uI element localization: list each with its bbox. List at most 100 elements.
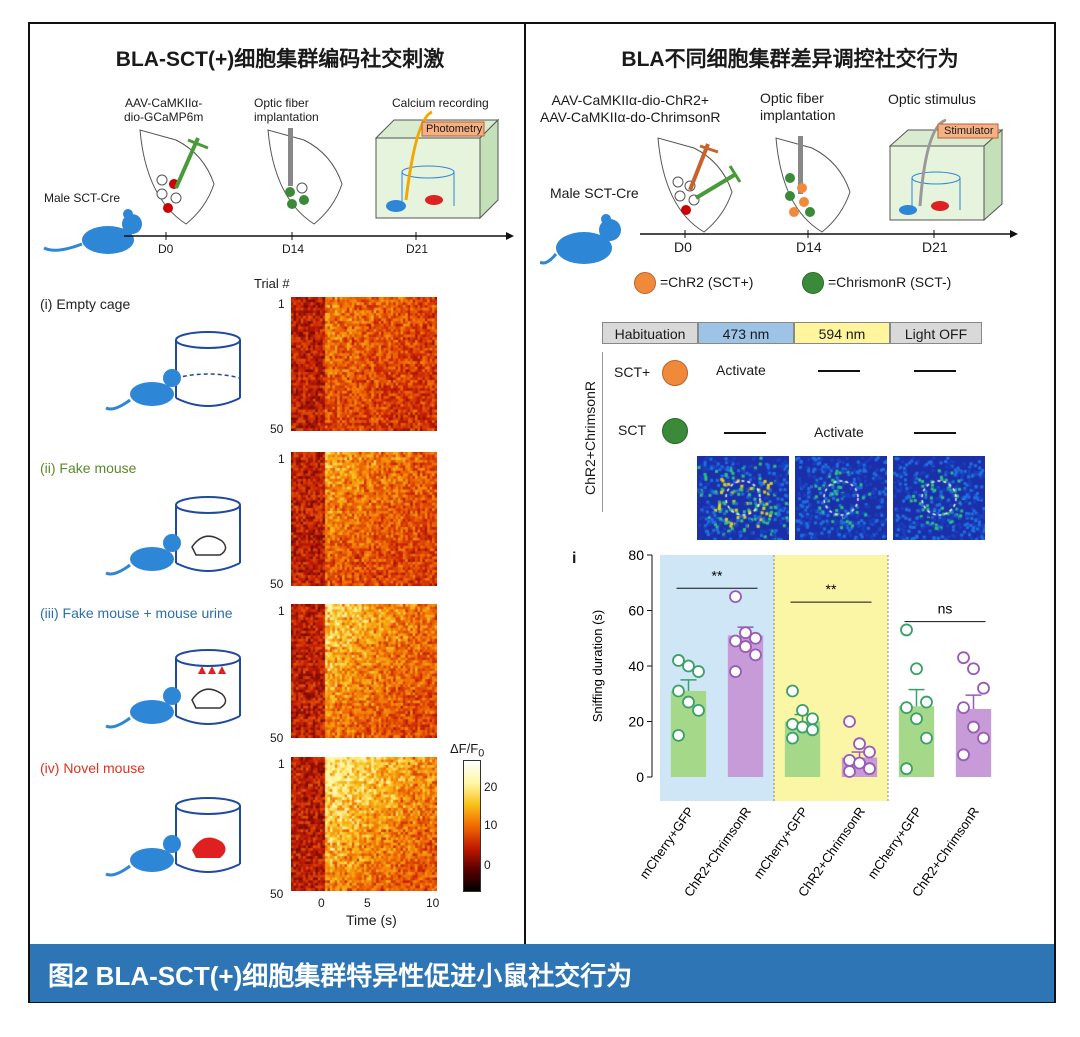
row-sct-plus-cell-off-dash	[914, 370, 956, 372]
x-tick-10: 10	[426, 896, 440, 910]
data-point-4-3	[900, 701, 913, 715]
data-point-1-6	[729, 665, 742, 678]
data-point-4-0	[900, 623, 913, 637]
right-step-1-label: Optic fiber implantation	[760, 90, 836, 123]
data-point-1-0	[729, 590, 742, 604]
data-point-3-5	[863, 762, 876, 776]
recording-box-icon	[374, 110, 500, 220]
brain-slice-dual-injection-icon	[657, 137, 742, 233]
right-day-d14: D14	[796, 239, 822, 255]
hm1-tick-top: 1	[278, 452, 285, 466]
right-subject-label: Male SCT-Cre	[550, 185, 639, 201]
left-panel-title: BLA-SCT(+)细胞集群编码社交刺激	[115, 48, 445, 71]
right-timeline-diagram	[540, 118, 1018, 265]
data-point-5-5	[977, 731, 990, 745]
y-axis-label: Sniffing duration (s)	[590, 610, 605, 723]
heatmap-empty-cage	[291, 297, 437, 431]
y-tick-label-80: 80	[628, 547, 644, 563]
data-point-4-2	[920, 695, 933, 709]
category-label-2: mCherry+GFP	[750, 804, 811, 882]
category-label-0: mCherry+GFP	[636, 804, 697, 882]
phase-594nm: 594 nm	[794, 322, 890, 344]
colorbar-title-sub: 0	[478, 747, 485, 760]
row-sct-plus-cell-473: Activate	[716, 362, 766, 378]
significance-label-0: **	[712, 567, 723, 583]
group-bracket-line	[602, 352, 603, 512]
figure-caption: 图2 BLA-SCT(+)细胞集群特异性促进小鼠社交行为	[48, 961, 633, 991]
arena-heatmap-473nm	[697, 456, 789, 540]
row-sct-plus-dot	[662, 360, 688, 386]
row-sct-minus-dot	[662, 418, 688, 444]
trial-axis-label: Trial #	[254, 276, 290, 291]
right-day-d21: D21	[922, 239, 948, 255]
right-step-2-label: Optic stimulus	[888, 91, 976, 107]
data-point-4-1	[910, 662, 923, 676]
left-timeline-diagram	[43, 110, 514, 254]
phase-473nm: 473 nm	[698, 322, 794, 344]
left-step-0-label: AAV-CaMKIIα- dio-GCaMP6m	[124, 96, 204, 124]
heatmap-fake-mouse	[291, 452, 437, 586]
mouse-icon	[540, 214, 621, 265]
legend-chrimson-dot	[802, 272, 824, 294]
x-tick-0: 0	[318, 896, 325, 910]
data-point-5-2	[977, 681, 990, 695]
y-tick-label-40: 40	[628, 658, 644, 674]
y-tick-label-20: 20	[628, 714, 644, 730]
fake-mouse-urine-cage-icon	[105, 649, 241, 729]
data-point-5-0	[957, 651, 970, 665]
legend-chr2-label: =ChR2 (SCT+)	[660, 274, 754, 290]
condition-illustrations	[105, 331, 241, 877]
x-tick-5: 5	[364, 896, 371, 910]
right-day-d0: D0	[674, 239, 692, 255]
data-point-2-0	[786, 684, 799, 698]
data-point-0-4	[682, 695, 695, 709]
data-point-2-1	[796, 703, 809, 717]
left-day-d0: D0	[158, 242, 174, 256]
data-point-0-5	[692, 703, 705, 717]
data-point-3-2	[863, 745, 876, 759]
right-step-0-label: AAV-CaMKIIα-dio-ChR2+ AAV-CaMKIIα-do-Chr…	[540, 92, 721, 125]
data-point-3-6	[843, 765, 856, 778]
row-sct-minus-cell-off-dash	[914, 432, 956, 434]
phase-light-off: Light OFF	[890, 322, 982, 344]
panel-letter-i: i	[572, 550, 577, 567]
heatmap-novel-mouse	[291, 757, 437, 891]
legend-chr2-dot	[634, 272, 656, 294]
figure-caption-bar: 图2 BLA-SCT(+)细胞集群特异性促进小鼠社交行为	[30, 944, 1054, 1002]
condition-label-fake-mouse-urine: (iii) Fake mouse + mouse urine	[40, 605, 233, 621]
condition-label-empty-cage: (i) Empty cage	[40, 296, 131, 312]
arena-heatmap-594nm	[795, 456, 887, 540]
empty-cage-icon	[105, 331, 241, 411]
data-point-3-1	[853, 737, 866, 751]
y-tick-label-0: 0	[636, 769, 644, 785]
row-sct-minus-cell-473-dash	[724, 432, 766, 434]
row-sct-plus-cell-594-dash	[818, 370, 860, 372]
right-panel-title: BLA不同细胞集群差异调控社交行为	[621, 48, 959, 71]
data-point-4-6	[900, 762, 913, 776]
data-point-1-5	[749, 648, 762, 662]
left-step-2-tag: Photometry	[426, 123, 483, 135]
heatmap-fake-mouse-urine	[291, 604, 437, 738]
brain-slice-fiber-icon	[775, 136, 851, 233]
data-point-0-0	[672, 654, 685, 667]
condition-label-novel-mouse: (iv) Novel mouse	[40, 760, 146, 776]
colorbar-tick-0: 0	[484, 858, 491, 872]
data-point-4-5	[920, 731, 933, 745]
data-point-2-2	[806, 712, 819, 726]
colorbar	[463, 760, 481, 892]
brain-slice-injection-icon	[139, 129, 215, 225]
data-point-4-4	[910, 712, 923, 726]
data-point-0-1	[682, 659, 695, 673]
data-point-5-4	[967, 720, 980, 734]
data-point-3-4	[853, 756, 866, 770]
left-day-d14: D14	[282, 242, 305, 256]
hm0-tick-top: 1	[278, 297, 285, 311]
brain-slice-fiber-icon	[267, 128, 343, 225]
hm1-tick-bottom: 50	[270, 577, 284, 591]
mouse-icon	[43, 209, 142, 254]
colorbar-tick-10: 10	[484, 818, 498, 832]
left-day-d21: D21	[406, 242, 429, 256]
category-label-4: mCherry+GFP	[864, 804, 925, 882]
data-point-3-0	[843, 715, 856, 728]
data-point-2-6	[786, 731, 799, 745]
